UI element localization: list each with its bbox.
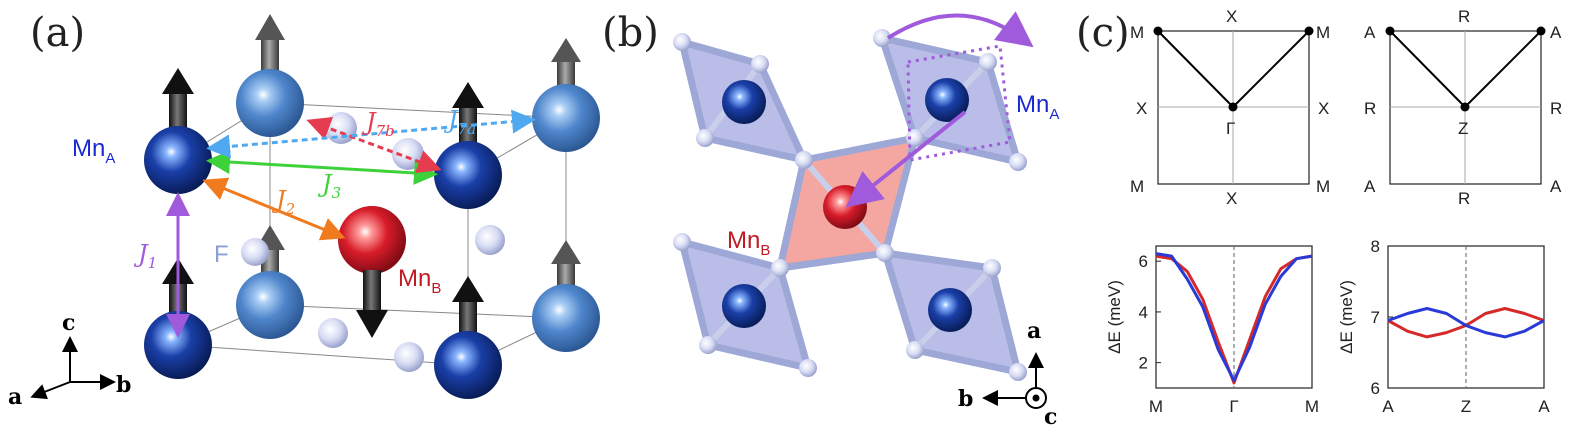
bz-edge-label: R xyxy=(1458,7,1470,26)
mn-a-atom xyxy=(925,78,969,122)
mn-b-atom xyxy=(338,206,406,338)
x-tick-label: A xyxy=(1538,397,1550,416)
j2-label: J2 xyxy=(271,186,295,218)
panel-a-label: (a) xyxy=(30,10,85,56)
axis-b-label: b xyxy=(116,372,131,398)
x-tick-label: Γ xyxy=(1229,397,1238,416)
y-tick-label: 4 xyxy=(1139,303,1148,322)
f-atom xyxy=(475,225,505,255)
series-line-1 xyxy=(1387,307,1545,339)
y-axis-label: ΔE (meV) xyxy=(1105,280,1124,354)
bz-edge-label: X xyxy=(1226,189,1237,208)
translation-arrow xyxy=(845,110,967,208)
j7b-label: J7b xyxy=(361,108,395,140)
mn-a-back-bottom-right xyxy=(532,240,600,352)
dispersion-chart-a-z-a: 6 7 8A Z A ΔE (meV) xyxy=(1337,237,1550,416)
panel-c: (c) M M M M X X X X Γ xyxy=(1076,7,1562,416)
panel-c-label: (c) xyxy=(1076,10,1130,56)
rotation-arrow xyxy=(886,11,1034,48)
mn-a-atom xyxy=(722,284,766,328)
y-tick-label: 2 xyxy=(1139,354,1148,373)
mn-a-atom xyxy=(928,288,972,332)
mn-a-back-top-right xyxy=(532,38,600,152)
bz-corner-label: A xyxy=(1550,177,1562,196)
f-atom xyxy=(241,238,269,266)
f-label: F xyxy=(214,241,229,268)
y-tick-label: 6 xyxy=(1371,379,1380,398)
x-tick-label: M xyxy=(1149,397,1163,416)
axis-b-label-b: b xyxy=(958,386,973,412)
j3-label: J3 xyxy=(317,170,341,202)
mn-b-atom xyxy=(823,185,867,229)
mn-a-label-b: MnA xyxy=(1016,91,1059,123)
f-atom xyxy=(318,318,348,348)
bz-corner-label: M xyxy=(1130,23,1144,42)
bz-edge-label: X xyxy=(1136,99,1147,118)
mn-b-label-b: MnB xyxy=(727,227,770,259)
f-vertices xyxy=(673,29,1027,381)
panel-b-label: (b) xyxy=(602,10,659,56)
j2-path xyxy=(202,177,346,241)
j1-label: J1 xyxy=(133,240,157,272)
axes-triad-a: c b a xyxy=(8,310,131,410)
dispersion-chart-m-gamma-m: 2 4 6M Γ M ΔE (meV) xyxy=(1105,245,1319,416)
mn-a-atom xyxy=(722,80,766,124)
mn-a-front-top-right xyxy=(434,82,502,209)
axis-c-label-b: c xyxy=(1044,404,1057,429)
panel-b: (b) xyxy=(602,10,1059,429)
y-tick-label: 6 xyxy=(1139,252,1148,271)
bz-edge-label: R xyxy=(1364,99,1376,118)
axis-a-label-b: a xyxy=(1027,318,1041,344)
mn-b-label: MnB xyxy=(398,265,441,297)
x-tick-label: Z xyxy=(1461,397,1471,416)
mn-a-back-top xyxy=(236,14,304,137)
brillouin-zone-right: A A A A R R R R Z xyxy=(1364,7,1562,208)
bz-edge-label: R xyxy=(1550,99,1562,118)
bz-corner-label: M xyxy=(1130,177,1144,196)
series-line-0 xyxy=(1155,254,1313,385)
panel-a: (a) xyxy=(8,10,600,410)
bz-corner-label: A xyxy=(1364,177,1376,196)
bz-edge-label: X xyxy=(1318,99,1329,118)
brillouin-zone-left: M M M M X X X X Γ xyxy=(1130,7,1330,208)
series-line-1 xyxy=(1155,252,1313,382)
axis-c-label: c xyxy=(62,310,75,336)
f-atom xyxy=(325,112,357,144)
y-tick-label: 8 xyxy=(1371,237,1380,256)
mn-a-front-top-left xyxy=(144,68,212,194)
bz-corner-label: A xyxy=(1364,23,1376,42)
mn-a-label: MnA xyxy=(72,135,115,167)
bz-corner-label: A xyxy=(1550,23,1562,42)
y-axis-label: ΔE (meV) xyxy=(1337,280,1356,354)
mn-a-front-bottom-right xyxy=(434,276,502,399)
bz-edge-label: X xyxy=(1226,7,1237,26)
j7a-path xyxy=(206,109,536,159)
bz-center-label: Z xyxy=(1458,119,1468,138)
f-atom xyxy=(394,342,424,372)
x-tick-label: M xyxy=(1305,397,1319,416)
axes-triad-b: a b c xyxy=(958,318,1057,429)
bz-corner-label: M xyxy=(1316,23,1330,42)
bz-edge-label: R xyxy=(1458,189,1470,208)
bz-center-label: Γ xyxy=(1226,119,1235,138)
bz-corner-label: M xyxy=(1316,177,1330,196)
x-tick-label: A xyxy=(1382,397,1394,416)
axis-a-label: a xyxy=(8,384,22,410)
y-tick-label: 7 xyxy=(1371,308,1380,327)
